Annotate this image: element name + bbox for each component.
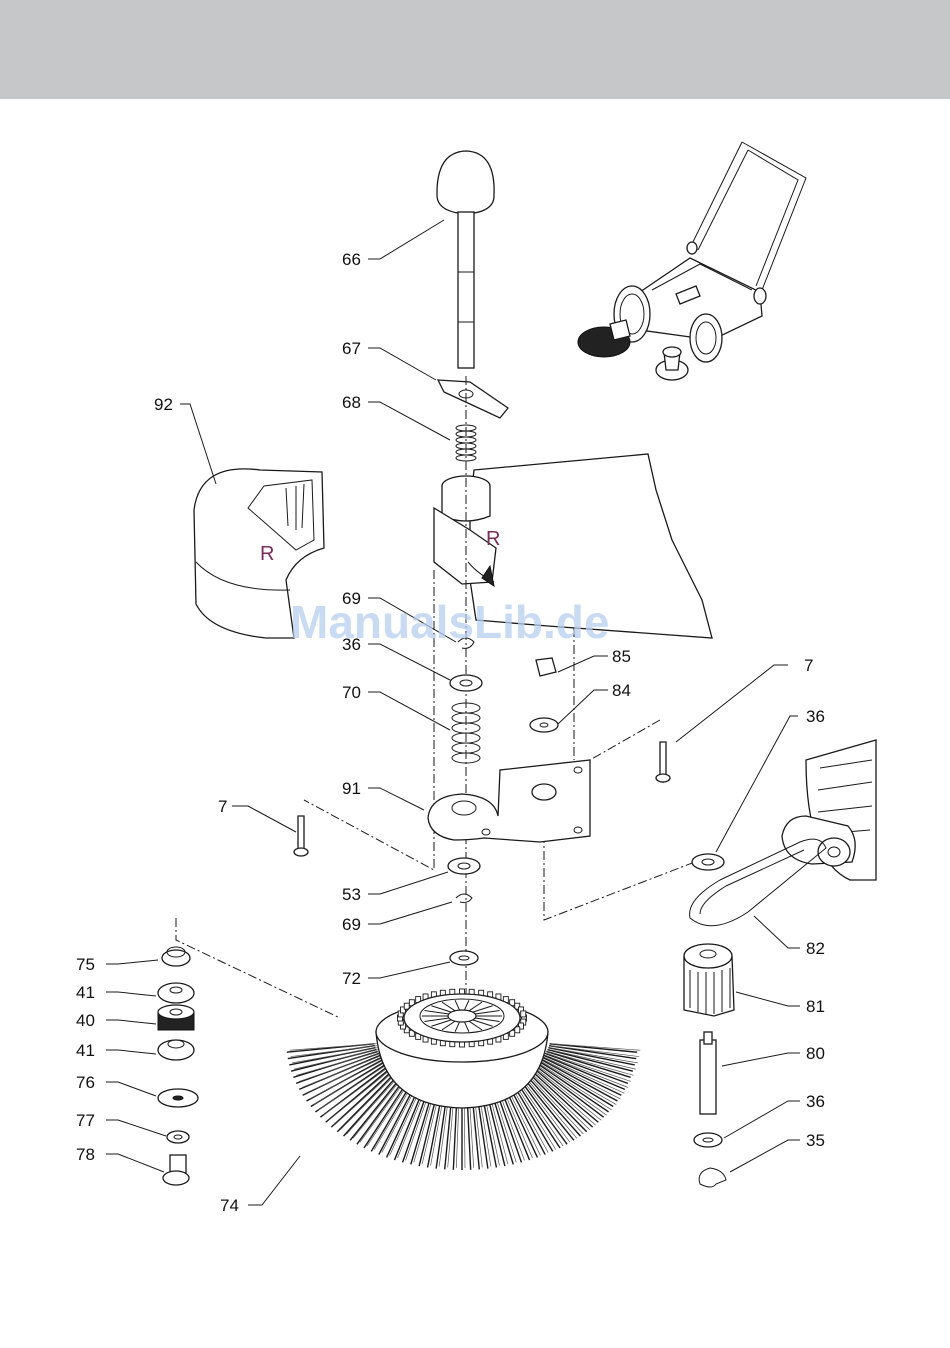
part-7-screw-left bbox=[298, 816, 304, 852]
callout-36-lower: 36 bbox=[806, 1092, 825, 1111]
part-85-nut bbox=[536, 658, 556, 676]
callout-91: 91 bbox=[342, 779, 361, 798]
part-67-plate bbox=[438, 380, 508, 418]
callout-85: 85 bbox=[612, 647, 631, 666]
region-mark-r-right: R bbox=[486, 528, 500, 550]
region-mark-r-left: R bbox=[260, 543, 274, 565]
callout-66: 66 bbox=[342, 250, 361, 269]
part-72-washer bbox=[450, 951, 478, 965]
callout-40: 40 bbox=[76, 1011, 95, 1030]
part-91-brush-arm bbox=[428, 760, 590, 842]
bearing-stack bbox=[158, 947, 198, 1185]
callout-7-right: 7 bbox=[804, 656, 813, 675]
part-66-handle bbox=[437, 151, 494, 368]
part-69-circlip-lower bbox=[456, 894, 472, 903]
callout-35: 35 bbox=[806, 1131, 825, 1150]
callout-70: 70 bbox=[342, 683, 361, 702]
callout-80: 80 bbox=[806, 1044, 825, 1063]
drive-assembly bbox=[684, 740, 876, 1187]
callout-92: 92 bbox=[154, 395, 173, 414]
callout-53: 53 bbox=[342, 885, 361, 904]
callout-77: 77 bbox=[76, 1111, 95, 1130]
callout-72: 72 bbox=[342, 969, 361, 988]
callout-7-left: 7 bbox=[218, 797, 227, 816]
callout-41-lower: 41 bbox=[76, 1041, 95, 1060]
part-84-washer bbox=[530, 718, 558, 732]
callout-36-right: 36 bbox=[806, 707, 825, 726]
part-53-washer bbox=[448, 858, 480, 874]
callout-67: 67 bbox=[342, 339, 361, 358]
callout-74: 74 bbox=[220, 1196, 239, 1215]
sweeper-overview-illustration bbox=[578, 142, 806, 380]
callout-76: 76 bbox=[76, 1073, 95, 1092]
callout-69-lower: 69 bbox=[342, 915, 361, 934]
callout-84: 84 bbox=[612, 681, 631, 700]
part-36-washer-upper bbox=[450, 675, 482, 691]
callout-41-upper: 41 bbox=[76, 983, 95, 1002]
callout-81: 81 bbox=[806, 997, 825, 1016]
callout-68: 68 bbox=[342, 393, 361, 412]
watermark: ManualsLib.de bbox=[290, 596, 609, 648]
callout-75: 75 bbox=[76, 955, 95, 974]
part-74-side-brush bbox=[287, 989, 640, 1170]
callout-78: 78 bbox=[76, 1145, 95, 1164]
callout-82: 82 bbox=[806, 939, 825, 958]
